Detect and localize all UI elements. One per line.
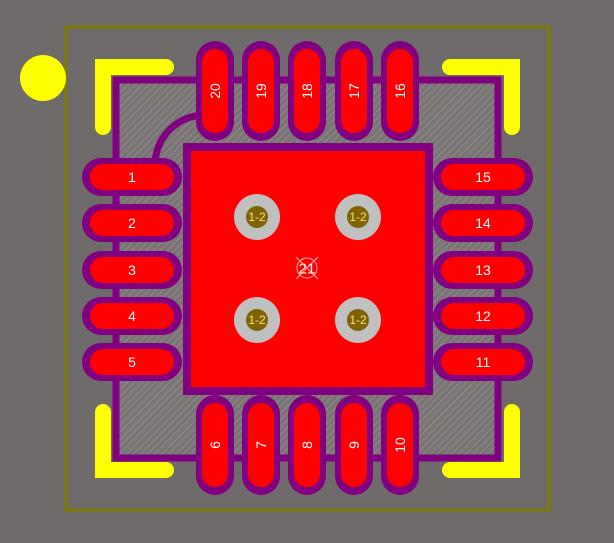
pad-copper — [387, 49, 413, 133]
silkscreen-corners — [95, 59, 520, 478]
via-net-label: 1-2 — [248, 313, 266, 327]
pad[interactable]: 6 — [196, 395, 234, 495]
pad-number: 3 — [128, 262, 136, 278]
pad-copper — [441, 349, 525, 375]
pad-copper — [90, 303, 174, 329]
via[interactable]: 1-2 — [234, 297, 280, 343]
pad[interactable]: 11 — [433, 343, 533, 381]
pad[interactable]: 20 — [196, 41, 234, 141]
pad[interactable]: 14 — [433, 204, 533, 242]
pad-number: 15 — [475, 169, 491, 185]
pad[interactable]: 4 — [82, 297, 182, 335]
via-net-label: 1-2 — [349, 313, 367, 327]
pad-number: 10 — [392, 437, 408, 453]
via-hole — [246, 309, 268, 331]
pad-number: 17 — [346, 83, 362, 99]
via-hole — [347, 309, 369, 331]
pad[interactable]: 15 — [433, 158, 533, 196]
pad[interactable]: 5 — [82, 343, 182, 381]
pad-number: 13 — [475, 262, 491, 278]
via[interactable]: 1-2 — [234, 194, 280, 240]
component-courtyard-outline — [64, 25, 551, 512]
pad-number: 20 — [207, 83, 223, 99]
center-pad-marker: 21 — [295, 256, 319, 280]
pad[interactable]: 2 — [82, 204, 182, 242]
center-pad-label: 21 — [299, 261, 316, 278]
pad-number: 18 — [299, 83, 315, 99]
pad[interactable]: 18 — [288, 41, 326, 141]
pad-number: 5 — [128, 354, 136, 370]
pad-number: 12 — [475, 308, 491, 324]
pad-copper — [341, 49, 367, 133]
pad-number: 9 — [346, 441, 362, 449]
pad-copper — [441, 303, 525, 329]
via[interactable]: 1-2 — [335, 297, 381, 343]
pad-copper — [90, 164, 174, 190]
pad-copper — [248, 403, 274, 487]
via-hole — [347, 206, 369, 228]
pad[interactable]: 1 — [82, 158, 182, 196]
pad[interactable]: 12 — [433, 297, 533, 335]
pad-number: 19 — [253, 83, 269, 99]
pad-copper — [294, 49, 320, 133]
pad-copper — [202, 403, 228, 487]
pad[interactable]: 8 — [288, 395, 326, 495]
pad-number: 2 — [128, 215, 136, 231]
pad[interactable]: 9 — [335, 395, 373, 495]
pad[interactable]: 7 — [242, 395, 280, 495]
pad[interactable]: 19 — [242, 41, 280, 141]
pad-number: 6 — [207, 441, 223, 449]
pad-number: 1 — [128, 169, 136, 185]
pad[interactable]: 13 — [433, 251, 533, 289]
pad[interactable]: 16 — [381, 41, 419, 141]
via[interactable]: 1-2 — [335, 194, 381, 240]
via-net-label: 1-2 — [248, 210, 266, 224]
pin1-indicator-dot — [20, 55, 66, 101]
pin1-chamfer-arc — [151, 111, 206, 166]
pad-copper — [341, 403, 367, 487]
via-hole — [246, 206, 268, 228]
pad-number: 11 — [476, 354, 491, 370]
pad-copper — [441, 257, 525, 283]
pad-number: 8 — [299, 441, 315, 449]
via-net-label: 1-2 — [349, 210, 367, 224]
pad-number: 14 — [475, 215, 491, 231]
pad-copper — [90, 349, 174, 375]
pad-copper — [441, 210, 525, 236]
pad-copper — [202, 49, 228, 133]
pad-copper — [248, 49, 274, 133]
pad-copper — [90, 257, 174, 283]
pad-copper — [387, 403, 413, 487]
pad[interactable]: 3 — [82, 251, 182, 289]
pad-copper — [441, 164, 525, 190]
pad-number: 4 — [128, 308, 136, 324]
pad[interactable]: 10 — [381, 395, 419, 495]
pad-copper — [294, 403, 320, 487]
pad-number: 16 — [392, 83, 408, 99]
pad-copper — [90, 210, 174, 236]
pad-number: 7 — [253, 441, 269, 449]
pad[interactable]: 17 — [335, 41, 373, 141]
